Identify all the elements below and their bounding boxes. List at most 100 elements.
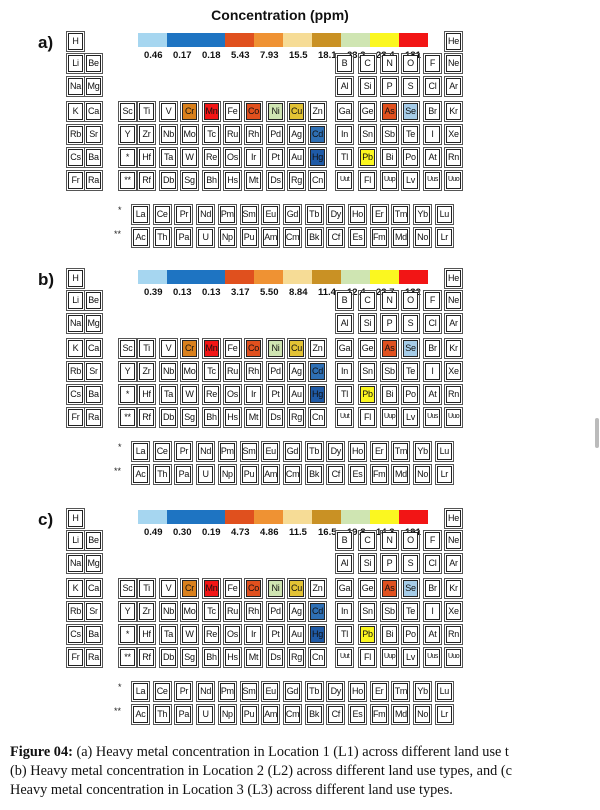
panel-label: a): [38, 33, 54, 52]
element-cell-ti: Ti: [137, 338, 156, 359]
element-cell-v: V: [159, 578, 178, 599]
legend-value: 11.4: [318, 287, 336, 298]
element-cell-pa: Pa: [174, 227, 194, 248]
element-cell-cs: Cs: [66, 624, 85, 645]
element-cell-marker: *: [118, 147, 137, 168]
element-cell-he: He: [444, 31, 463, 52]
element-cell-li: Li: [66, 290, 85, 311]
element-cell-fe: Fe: [223, 338, 242, 359]
legend-value: 0.19: [202, 527, 221, 538]
element-cell-fr: Fr: [66, 647, 85, 668]
element-cell-o: O: [401, 530, 420, 551]
element-cell-db: Db: [159, 170, 178, 191]
element-cell-p: P: [380, 313, 399, 334]
element-cell-bh: Bh: [202, 647, 221, 668]
element-cell-fl: Fl: [358, 647, 377, 668]
element-cell-p: P: [380, 76, 399, 97]
element-cell-te: Te: [401, 361, 420, 382]
element-cell-ds: Ds: [266, 170, 285, 191]
element-cell-mt: Mt: [244, 170, 263, 191]
element-cell-hs: Hs: [223, 170, 242, 191]
element-cell-k: K: [66, 578, 85, 599]
element-cell-cr: Cr: [180, 578, 199, 599]
element-cell-tm: Tm: [391, 441, 411, 462]
actinide-marker: **: [114, 466, 122, 476]
legend-value: 11.5: [289, 527, 307, 538]
element-cell-o: O: [401, 53, 420, 74]
element-cell-cl: Cl: [423, 553, 442, 574]
element-cell-ca: Ca: [84, 338, 103, 359]
element-cell-yb: Yb: [413, 441, 433, 462]
element-cell-xe: Xe: [444, 124, 463, 145]
element-cell-co: Co: [244, 338, 263, 359]
element-cell-hf: Hf: [137, 384, 156, 405]
legend-value: 0.17: [173, 50, 192, 61]
element-cell-ru: Ru: [223, 361, 242, 382]
element-cell-zn: Zn: [308, 101, 327, 122]
scrollbar-thumb[interactable]: [595, 418, 599, 448]
element-cell-sn: Sn: [358, 124, 377, 145]
element-cell-au: Au: [287, 384, 306, 405]
legend-swatch: [370, 33, 399, 47]
element-cell-se: Se: [401, 338, 420, 359]
element-cell-ni: Ni: [266, 101, 285, 122]
element-cell-rg: Rg: [287, 647, 306, 668]
element-cell-cd: Cd: [308, 124, 327, 145]
legend-swatch: [225, 510, 254, 524]
element-cell-al: Al: [335, 553, 354, 574]
element-cell-sc: Sc: [118, 578, 137, 599]
legend-swatch: [225, 33, 254, 47]
element-cell-uuo: Uuo: [444, 647, 463, 668]
element-cell-es: Es: [348, 464, 367, 485]
element-cell-na: Na: [66, 76, 85, 97]
element-cell-lr: Lr: [434, 464, 454, 485]
element-cell-lv: Lv: [401, 647, 420, 668]
element-cell-uut: Uut: [335, 407, 354, 428]
element-cell-os: Os: [223, 384, 242, 405]
legend-swatch: [138, 270, 167, 284]
element-cell-uut: Uut: [335, 170, 354, 191]
element-cell-ac: Ac: [131, 227, 150, 248]
legend-swatch: [196, 270, 225, 284]
legend-colorbar: [138, 270, 428, 284]
element-cell-mt: Mt: [244, 407, 263, 428]
panel-1: b)0.390.130.133.175.508.8411.412.422.713…: [0, 268, 600, 510]
element-cell-cm: Cm: [282, 464, 302, 485]
element-cell-rh: Rh: [244, 601, 263, 622]
element-cell-sc: Sc: [118, 338, 137, 359]
element-cell-mo: Mo: [180, 601, 199, 622]
element-cell-cd: Cd: [308, 601, 327, 622]
element-cell-pt: Pt: [266, 624, 285, 645]
element-cell-uuo: Uuo: [444, 407, 463, 428]
element-cell-na: Na: [66, 313, 85, 334]
element-cell-al: Al: [335, 76, 354, 97]
element-cell-fe: Fe: [223, 101, 242, 122]
element-cell-pr: Pr: [174, 204, 194, 225]
element-cell-cf: Cf: [326, 704, 346, 725]
element-cell-np: Np: [217, 464, 237, 485]
element-cell-mn: Mn: [202, 338, 221, 359]
element-cell-lu: Lu: [434, 681, 454, 702]
element-cell-tb: Tb: [304, 204, 324, 225]
element-cell-y: Y: [118, 601, 137, 622]
element-cell-ba: Ba: [84, 147, 103, 168]
element-cell-cd: Cd: [308, 361, 327, 382]
element-cell-c: C: [358, 53, 377, 74]
element-cell-rb: Rb: [66, 361, 85, 382]
element-cell-gd: Gd: [282, 204, 302, 225]
element-cell-ir: Ir: [244, 147, 263, 168]
element-cell-ra: Ra: [84, 407, 103, 428]
element-cell-uus: Uus: [423, 407, 442, 428]
element-cell-kr: Kr: [444, 578, 463, 599]
legend-value: 15.5: [289, 50, 308, 61]
element-cell-lu: Lu: [434, 441, 454, 462]
element-cell-in: In: [335, 124, 354, 145]
element-cell-lr: Lr: [434, 704, 454, 725]
chart-title: Concentration (ppm): [211, 7, 349, 23]
legend-colorbar: [138, 33, 428, 47]
element-cell-tc: Tc: [202, 124, 221, 145]
legend-value: 8.84: [289, 287, 308, 298]
legend-swatch: [312, 33, 341, 47]
element-cell-bi: Bi: [380, 384, 399, 405]
element-cell-ca: Ca: [84, 578, 103, 599]
